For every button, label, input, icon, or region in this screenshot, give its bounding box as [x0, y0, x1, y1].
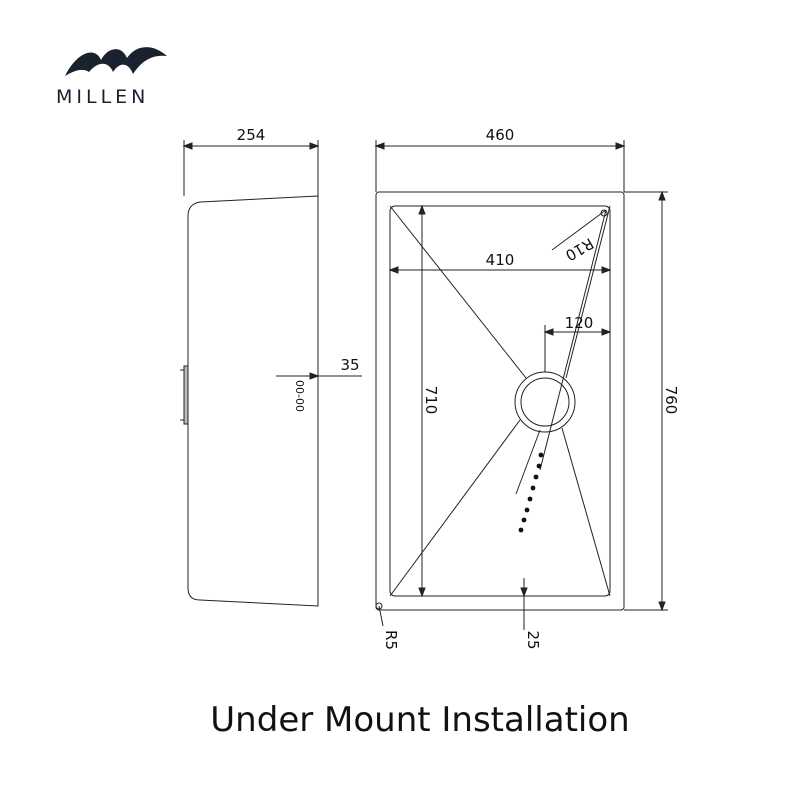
side-view	[180, 140, 362, 607]
millen-logo-icon	[65, 47, 167, 76]
caption-title: Under Mount Installation	[210, 700, 630, 740]
dim-corner-radius-outer: R5	[382, 630, 400, 650]
dim-outer-length: 760	[662, 386, 680, 415]
dim-side-width: 254	[237, 126, 266, 144]
drain-dots	[518, 452, 544, 533]
top-view	[374, 140, 668, 630]
dim-inner-length: 710	[422, 386, 440, 415]
brand-name: MILLEN	[56, 86, 150, 108]
side-view-label: 00-00	[293, 380, 306, 412]
dim-drain-to-rear: 25	[524, 630, 542, 649]
dim-inner-width: 410	[486, 251, 515, 269]
dim-side-offset: 35	[340, 356, 359, 374]
dim-drain-offset: 120	[565, 314, 594, 332]
dim-outer-width: 460	[486, 126, 515, 144]
